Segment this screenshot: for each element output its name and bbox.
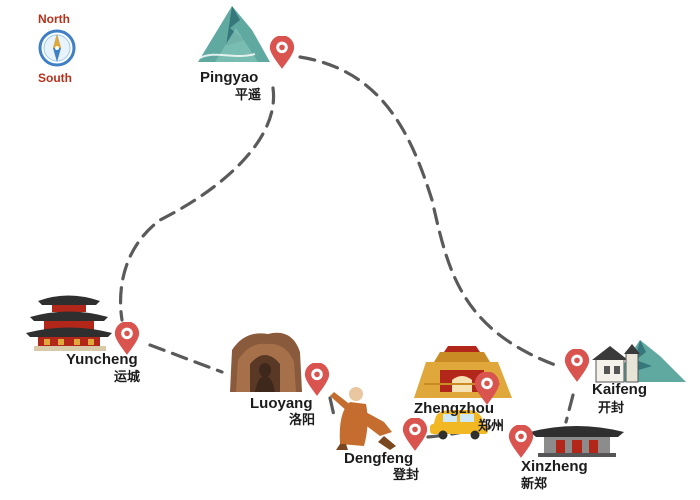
route-path bbox=[564, 393, 575, 424]
mountain-icon bbox=[198, 6, 270, 62]
city-luoyang[interactable]: Luoyang 洛阳 bbox=[230, 332, 330, 428]
city-name-zh: 运城 bbox=[114, 369, 140, 385]
map-pin-icon bbox=[269, 36, 295, 69]
city-name-en: Kaifeng bbox=[592, 381, 647, 398]
route-path bbox=[148, 343, 224, 374]
city-name-zh: 郑州 bbox=[478, 418, 504, 434]
route-path bbox=[119, 86, 276, 322]
city-kaifeng[interactable]: Kaifeng 开封 bbox=[564, 340, 686, 416]
city-name-zh: 开封 bbox=[598, 400, 624, 416]
city-name-en: Yuncheng bbox=[66, 351, 138, 368]
city-name-en: Pingyao bbox=[200, 69, 258, 86]
palace-gate-icon bbox=[414, 346, 512, 398]
map-pin-icon bbox=[564, 349, 590, 382]
ancestral-hall-icon bbox=[530, 426, 624, 457]
city-name-en: Luoyang bbox=[250, 395, 313, 412]
city-name-en: Xinzheng bbox=[521, 458, 588, 475]
compass-north-label: North bbox=[38, 12, 70, 26]
city-name-zh: 登封 bbox=[392, 467, 419, 483]
kungfu-monk-icon bbox=[330, 387, 396, 450]
city-name-en: Zhengzhou bbox=[414, 400, 494, 417]
city-xinzheng[interactable]: Xinzheng 新郑 bbox=[508, 424, 624, 492]
compass-icon bbox=[38, 29, 76, 67]
city-dengfeng[interactable]: Dengfeng 登封 bbox=[330, 387, 428, 483]
map-pin-icon bbox=[402, 418, 428, 451]
map-pin-icon bbox=[304, 363, 330, 396]
compass-south-label: South bbox=[38, 71, 72, 85]
pagoda-icon bbox=[26, 295, 112, 351]
city-zhengzhou[interactable]: Zhengzhou 郑州 bbox=[414, 346, 512, 440]
taxi-icon bbox=[430, 410, 488, 440]
map-pin-icon bbox=[508, 425, 534, 458]
city-name-zh: 新郑 bbox=[521, 476, 547, 492]
city-name-en: Dengfeng bbox=[344, 450, 413, 467]
city-name-zh: 洛阳 bbox=[289, 412, 315, 428]
city-name-zh: 平遥 bbox=[235, 87, 261, 103]
village-mountain-icon bbox=[592, 340, 686, 383]
compass: North South bbox=[38, 12, 76, 85]
map-pin-icon bbox=[114, 322, 140, 355]
route-path bbox=[328, 396, 337, 422]
grotto-buddha-icon bbox=[230, 332, 302, 392]
city-yuncheng[interactable]: Yuncheng 运城 bbox=[26, 295, 140, 386]
route-path bbox=[298, 55, 560, 368]
city-pingyao[interactable]: Pingyao 平遥 bbox=[198, 6, 295, 103]
